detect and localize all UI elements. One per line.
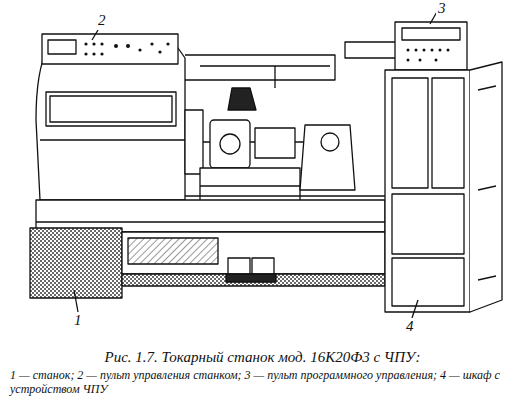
callout-number: 2 <box>96 12 108 28</box>
callout-number: 4 <box>404 318 416 334</box>
callout-number: 1 <box>72 312 84 328</box>
figure-caption: Рис. 1.7. Токарный станок мод. 16К20Ф3 с… <box>2 348 521 366</box>
caption-legend: 1 — станок; 2 — пульт управления станком… <box>10 368 511 396</box>
callout-number: 3 <box>436 0 448 16</box>
